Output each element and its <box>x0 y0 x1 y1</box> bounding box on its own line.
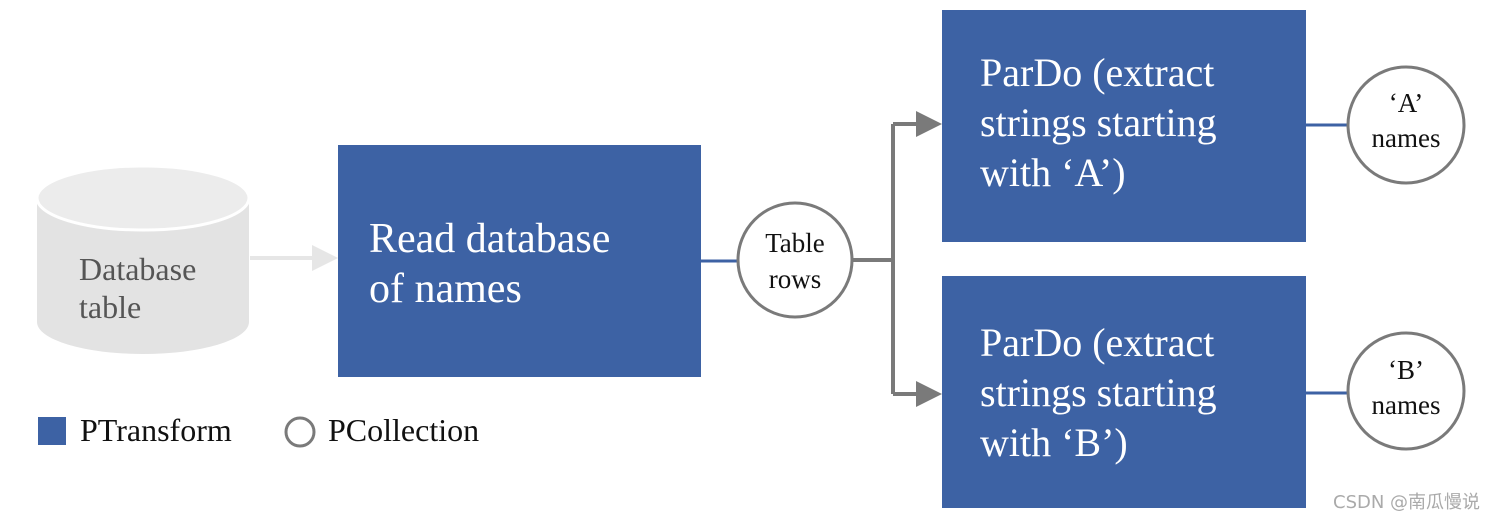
legend-pcollection-swatch <box>284 416 316 448</box>
legend-ptransform-swatch <box>38 417 66 445</box>
read-database-line1: Read database <box>369 216 611 262</box>
pardo-b-line2: strings starting <box>980 370 1217 415</box>
database-label: Database table <box>79 250 196 327</box>
table-rows-pcollection <box>736 201 854 319</box>
pardo-a-line1: ParDo (extract <box>980 50 1215 95</box>
pardo-a-line2: strings starting <box>980 100 1217 145</box>
table-rows-line2: rows <box>768 264 822 295</box>
arrowhead-to-pardo-b <box>916 381 942 407</box>
a-names-pcollection <box>1346 65 1466 185</box>
read-database-line2: of names <box>369 266 522 313</box>
b-names-line2: names <box>1371 390 1441 421</box>
pardo-b-label: ParDo (extract strings starting with ‘B’… <box>980 318 1217 468</box>
database-cylinder <box>35 164 251 354</box>
a-names-line2: names <box>1371 123 1441 154</box>
pardo-a-line3: with ‘A’) <box>980 150 1126 195</box>
pardo-a-transform <box>942 10 1306 242</box>
pardo-b-line3: with ‘B’) <box>980 420 1128 465</box>
read-database-transform <box>338 145 701 377</box>
pardo-b-line1: ParDo (extract <box>980 320 1215 365</box>
a-names-line1: ‘A’ <box>1388 88 1424 118</box>
b-names-pcollection <box>1346 331 1466 451</box>
pardo-b-transform <box>942 276 1306 508</box>
pardo-a-label: ParDo (extract strings starting with ‘A’… <box>980 48 1217 198</box>
database-to-read-arrow <box>250 245 338 271</box>
legend-pcollection-label: PCollection <box>328 412 480 448</box>
arrowhead-to-pardo-a <box>916 111 942 137</box>
database-label-line1: Database <box>79 251 197 287</box>
read-database-label: Read database of names <box>369 214 610 315</box>
b-names-label: ‘B’ names <box>1356 353 1456 423</box>
a-names-label: ‘A’ names <box>1356 86 1456 156</box>
table-rows-line1: Table <box>765 228 825 258</box>
branch-arrows <box>853 122 920 396</box>
b-names-line1: ‘B’ <box>1388 355 1424 385</box>
watermark-text: CSDN @南瓜慢说 <box>1333 492 1481 513</box>
table-rows-label: Table rows <box>745 225 845 298</box>
legend-ptransform-label: PTransform <box>80 412 232 448</box>
database-label-line2: table <box>79 289 142 326</box>
